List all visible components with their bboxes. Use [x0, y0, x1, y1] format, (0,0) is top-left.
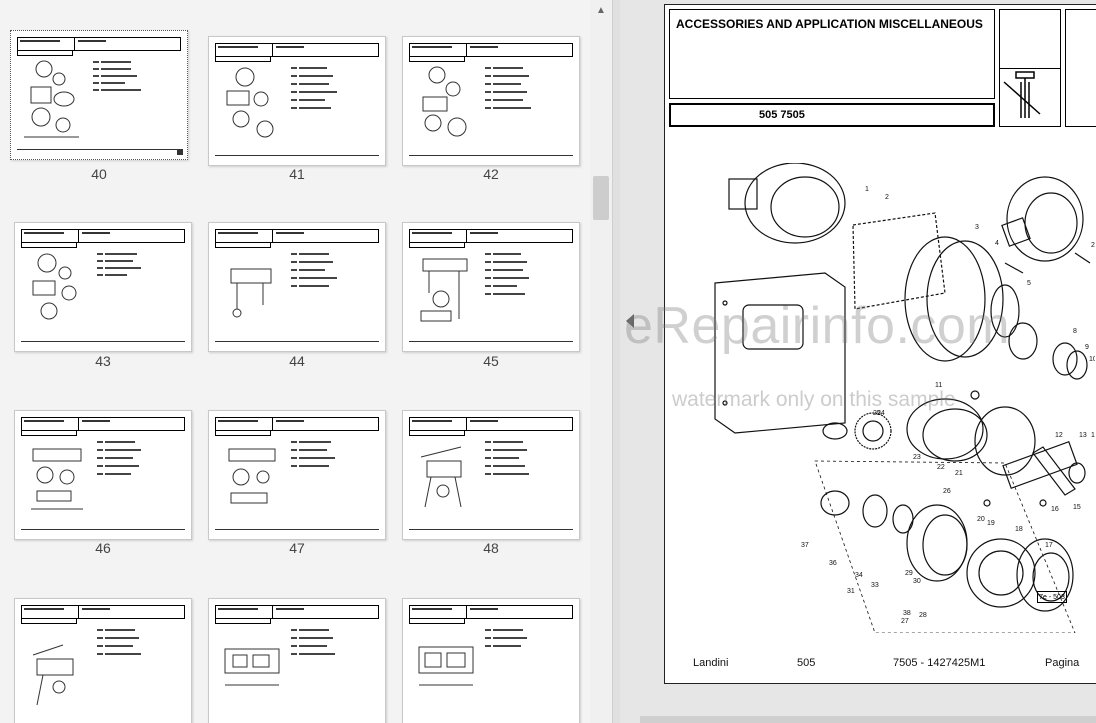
thumbnail-page-47[interactable] [208, 410, 386, 540]
footer-code: 7505 - 1427425M1 [893, 657, 986, 669]
svg-text:33: 33 [871, 582, 879, 589]
thumbnail-label: 43 [95, 353, 111, 369]
svg-text:17: 17 [1045, 542, 1053, 549]
svg-text:16: 16 [1051, 506, 1059, 513]
thumbnail-label: 47 [289, 540, 305, 556]
svg-text:11: 11 [935, 382, 942, 389]
viewer-bottom-edge [640, 716, 1096, 723]
svg-text:31: 31 [847, 588, 855, 595]
thumbnail-page-44[interactable] [208, 222, 386, 352]
svg-text:22: 22 [937, 464, 945, 471]
svg-text:5: 5 [1027, 280, 1031, 287]
svg-text:38: 38 [903, 610, 911, 617]
svg-text:18: 18 [1015, 526, 1023, 533]
thumbnail-pane: 40 41 42 43 44 [0, 0, 590, 723]
document-view: ACCESSORIES AND APPLICATION MISCELLANEOU… [620, 0, 1096, 723]
title-box: ACCESSORIES AND APPLICATION MISCELLANEOU… [669, 9, 995, 99]
svg-text:24: 24 [877, 410, 885, 417]
svg-text:15: 15 [1073, 504, 1081, 511]
thumbnail-page-43[interactable] [14, 222, 192, 352]
watermark-sub: watermark only on this sample [672, 388, 956, 411]
svg-text:9: 9 [1085, 344, 1089, 351]
thumbnail-page-51[interactable] [402, 598, 580, 723]
svg-text:26: 26 [943, 488, 951, 495]
svg-text:8: 8 [1073, 328, 1077, 335]
footer-brand: Landini [693, 657, 729, 669]
svg-text:19: 19 [987, 520, 995, 527]
svg-text:27: 27 [901, 618, 909, 625]
svg-text:34: 34 [855, 572, 863, 579]
svg-text:37: 37 [801, 542, 809, 549]
thumbnail-label: 46 [95, 540, 111, 556]
pane-divider[interactable] [612, 0, 620, 723]
svg-text:4: 4 [995, 240, 999, 247]
svg-text:1: 1 [865, 186, 869, 193]
svg-text:23: 23 [913, 454, 921, 461]
document-page: ACCESSORIES AND APPLICATION MISCELLANEOU… [664, 4, 1096, 684]
svg-text:10: 10 [1089, 356, 1095, 363]
thumbnail-label: 40 [91, 166, 107, 182]
model-number: 505 7505 [759, 109, 805, 121]
thumbnail-page-41[interactable] [208, 36, 386, 166]
thumbnail-label: 42 [483, 166, 499, 182]
svg-text:21: 21 [955, 470, 963, 477]
svg-text:28: 28 [919, 612, 927, 619]
model-box: 505 7505 [669, 103, 995, 127]
chevron-up-icon[interactable]: ▲ [596, 5, 606, 16]
thumbnail-page-48[interactable] [402, 410, 580, 540]
thumbnail-label: 45 [483, 353, 499, 369]
thumbnail-label: 48 [483, 540, 499, 556]
svg-text:13: 13 [1079, 432, 1087, 439]
thumbnail-page-46[interactable] [14, 410, 192, 540]
svg-text:29: 29 [905, 570, 913, 577]
page-title: ACCESSORIES AND APPLICATION MISCELLANEOU… [676, 17, 983, 31]
footer-model: 505 [797, 657, 816, 669]
thumbnail-page-49[interactable] [14, 598, 192, 723]
scroll-thumb[interactable] [593, 176, 609, 220]
svg-text:3: 3 [975, 224, 979, 231]
reference-code: 7e - 503 [1037, 591, 1067, 603]
svg-text:25: 25 [873, 410, 881, 417]
thumbnail-page-45[interactable] [402, 222, 580, 352]
thumbnail-page-42[interactable] [402, 36, 580, 166]
thumbnail-label: 44 [289, 353, 305, 369]
chevron-left-icon[interactable] [626, 314, 634, 328]
footer-page-label: Pagina [1045, 657, 1080, 669]
thumbnail-page-40[interactable] [10, 30, 188, 160]
svg-text:36: 36 [829, 560, 837, 567]
svg-text:12: 12 [1055, 432, 1063, 439]
thumbnail-page-50[interactable] [208, 598, 386, 723]
watermark-main: eRepairinfo.com [624, 297, 1011, 355]
svg-text:2: 2 [885, 194, 889, 201]
svg-text:20: 20 [977, 516, 985, 523]
svg-text:14: 14 [1091, 432, 1095, 439]
thumbnail-label: 41 [289, 166, 305, 182]
pto-shaft-icon [1003, 71, 1041, 118]
svg-text:30: 30 [913, 578, 921, 585]
side-strip [1065, 9, 1096, 127]
page-footer: Landini 505 7505 - 1427425M1 Pagina [665, 657, 1096, 675]
thumbnail-scrollbar[interactable]: ▲ [590, 0, 612, 723]
section-icon-box [999, 9, 1061, 127]
svg-text:28: 28 [1091, 242, 1095, 249]
